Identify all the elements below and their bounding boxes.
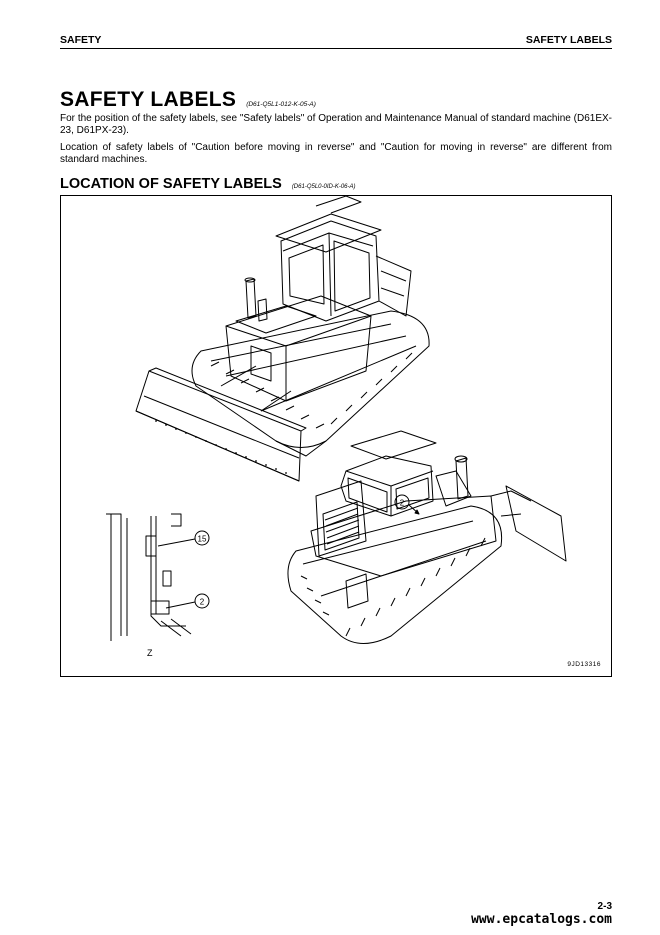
bulldozer-illustration: 2 15 2 bbox=[106, 196, 567, 644]
watermark-link[interactable]: www.epcatalogs.com bbox=[471, 912, 612, 927]
view-label-z: Z bbox=[147, 648, 153, 658]
intro-paragraph-2: Location of safety labels of "Caution be… bbox=[60, 142, 612, 166]
header-rule bbox=[60, 48, 612, 49]
intro-paragraph-1: For the position of the safety labels, s… bbox=[60, 113, 612, 137]
figure-code: 9JD13316 bbox=[567, 661, 601, 668]
page-title-text: SAFETY LABELS bbox=[60, 88, 237, 111]
page-number: 2-3 bbox=[597, 901, 612, 912]
section-title-code: (D61-Q5L0-0ID-K-06-A) bbox=[291, 184, 356, 190]
callout-2: 2 bbox=[200, 598, 205, 607]
callout-rear: 2 bbox=[400, 499, 405, 508]
bulldozer-rear-view: 2 bbox=[287, 430, 567, 644]
bulldozer-front-view bbox=[135, 196, 430, 482]
page-title-code: (D61-Q5L1-012-K-05-A) bbox=[246, 101, 316, 108]
section-title: LOCATION OF SAFETY LABELS (D61-Q5L0-0ID-K… bbox=[60, 176, 356, 192]
callout-15: 15 bbox=[198, 535, 207, 544]
header-section: SAFETY bbox=[60, 34, 102, 46]
detail-view-z: 15 2 bbox=[106, 513, 210, 641]
page-header: SAFETY SAFETY LABELS bbox=[60, 34, 612, 48]
figure-frame: 2 15 2 Z 9JD13316 bbox=[60, 195, 612, 677]
page-title: SAFETY LABELS (D61-Q5L1-012-K-05-A) bbox=[60, 88, 316, 112]
header-topic: SAFETY LABELS bbox=[525, 34, 612, 46]
section-title-text: LOCATION OF SAFETY LABELS bbox=[60, 176, 282, 192]
